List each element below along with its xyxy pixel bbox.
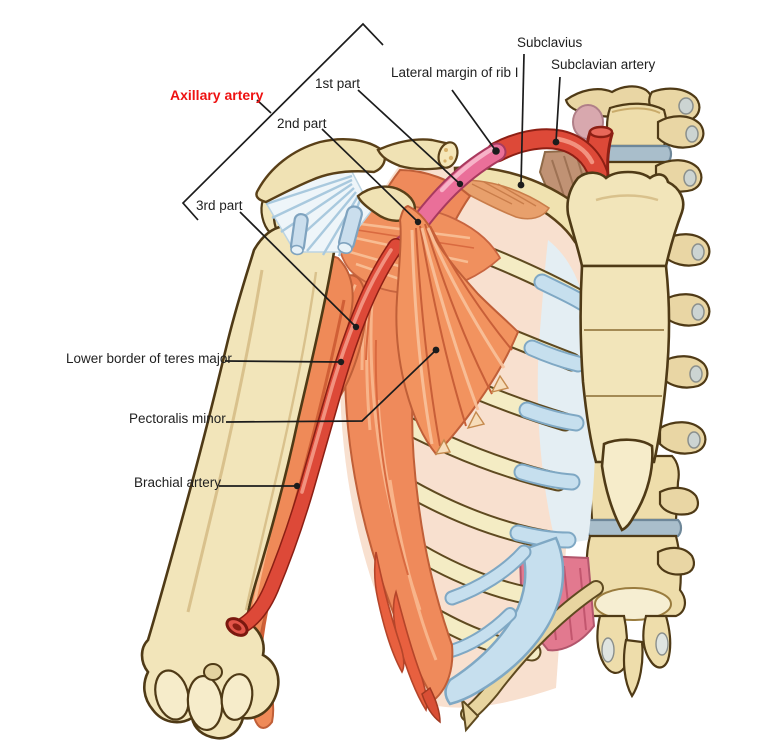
- label-3rd-part: 3rd part: [196, 198, 243, 213]
- axillary-artery-bracket: [181, 22, 384, 221]
- label-2nd-part: 2nd part: [277, 116, 327, 131]
- cut-tendon-cylinders: [289, 205, 363, 256]
- label-teres-major: Lower border of teres major: [66, 351, 232, 366]
- sternum: [566, 170, 685, 532]
- label-subclavius: Subclavius: [517, 35, 583, 50]
- brachial-artery-vessel: [225, 238, 404, 637]
- vertebral-column-top: [564, 85, 705, 193]
- costal-cartilage: [441, 273, 592, 706]
- pectoralis-minor-muscle: [395, 204, 520, 456]
- leader-lines: [181, 22, 561, 487]
- label-lateral-margin-rib1: Lateral margin of rib I: [391, 65, 519, 80]
- label-brachial-artery: Brachial artery: [134, 475, 222, 490]
- acromion: [255, 137, 386, 204]
- olecranon-fossa: [203, 663, 223, 681]
- label-subclavian-artery: Subclavian artery: [551, 57, 656, 72]
- leader-dots: [293, 138, 560, 490]
- subclavian-artery-vessel: [486, 125, 614, 185]
- label-axillary-artery: Axillary artery: [170, 87, 264, 103]
- shoulder-girdle: [255, 137, 459, 257]
- label-pectoralis-minor: Pectoralis minor: [129, 411, 226, 426]
- label-1st-part: 1st part: [315, 76, 361, 91]
